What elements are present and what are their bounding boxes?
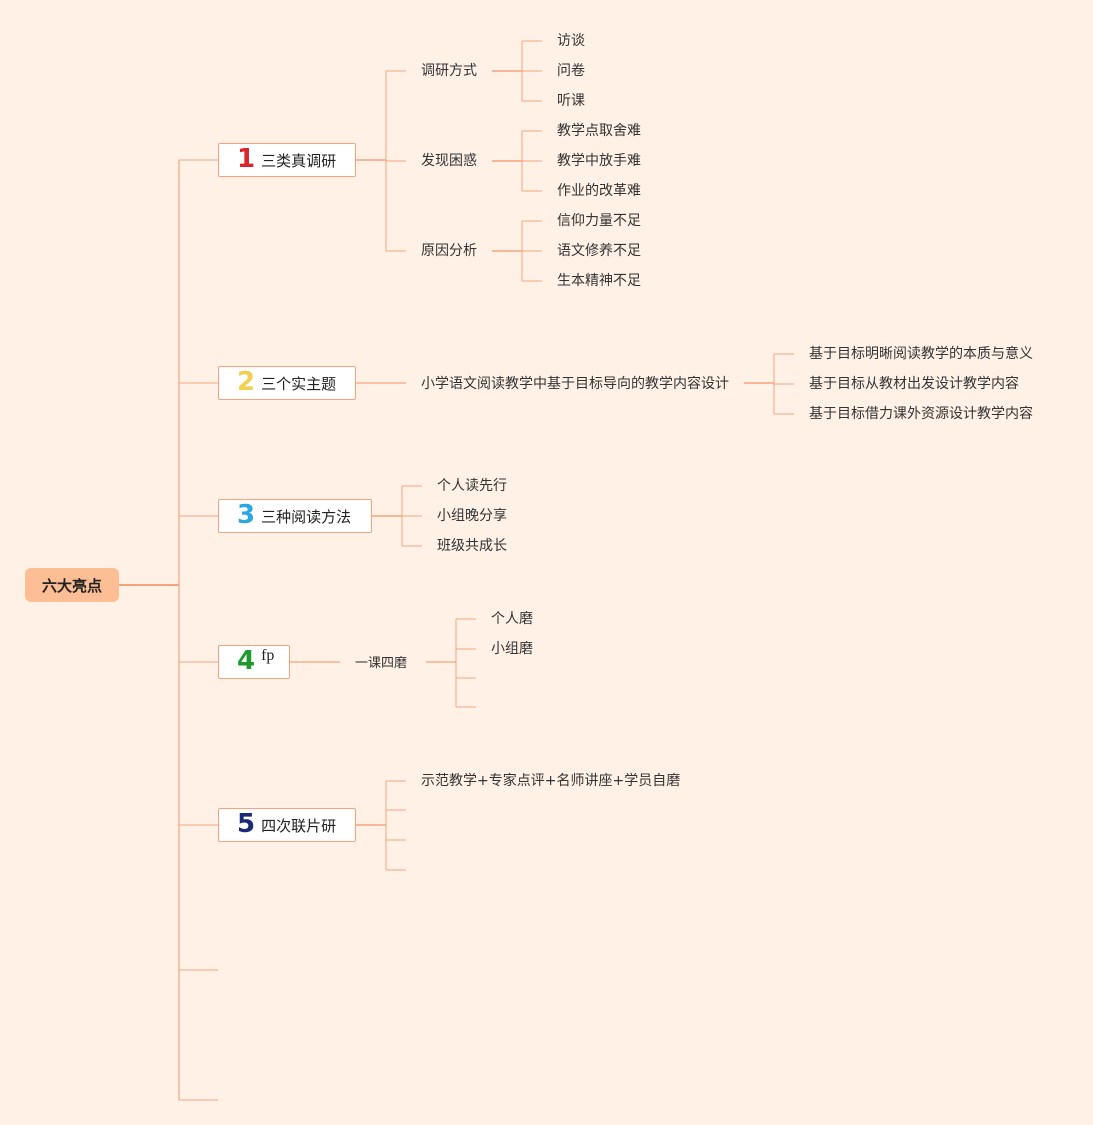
- topic-findings[interactable]: 发现困惑: [421, 153, 477, 169]
- branch-3[interactable]: 3 三种阅读方法: [218, 499, 372, 533]
- leaf-finding-1[interactable]: 教学点取舍难: [557, 123, 641, 139]
- leaf-theme-1[interactable]: 基于目标明晰阅读教学的本质与意义: [809, 346, 1033, 362]
- leaf-lesson-observation[interactable]: 听课: [557, 93, 585, 109]
- number-4-icon: 4: [237, 646, 256, 676]
- leaf-finding-3[interactable]: 作业的改革难: [557, 183, 641, 199]
- leaf-cause-2[interactable]: 语文修养不足: [557, 243, 641, 259]
- leaf-interview[interactable]: 访谈: [557, 33, 585, 49]
- branch-5[interactable]: 5 四次联片研: [218, 808, 356, 842]
- number-1-icon: 1: [237, 144, 256, 174]
- topic-four-polish[interactable]: 一课四磨: [355, 656, 408, 671]
- number-3-icon: 3: [237, 500, 256, 530]
- topic-survey-methods[interactable]: 调研方式: [421, 63, 477, 79]
- branch-4-label: fp: [261, 647, 275, 664]
- leaf-method-3[interactable]: 班级共成长: [437, 538, 507, 554]
- leaf-polish-individual[interactable]: 个人磨: [491, 611, 533, 627]
- branch-1-label: 三类真调研: [261, 151, 337, 170]
- leaf-questionnaire[interactable]: 问卷: [557, 63, 585, 79]
- leaf-theme-2[interactable]: 基于目标从教材出发设计教学内容: [809, 376, 1019, 392]
- leaf-joint-research[interactable]: 示范教学+专家点评+名师讲座+学员自磨: [421, 773, 681, 789]
- topic-cause-analysis[interactable]: 原因分析: [421, 243, 477, 259]
- branch-1[interactable]: 1 三类真调研: [218, 143, 356, 177]
- number-2-icon: 2: [237, 367, 256, 397]
- leaf-polish-group[interactable]: 小组磨: [491, 641, 533, 657]
- leaf-cause-1[interactable]: 信仰力量不足: [557, 213, 641, 229]
- root-node[interactable]: 六大亮点: [25, 568, 119, 602]
- leaf-method-1[interactable]: 个人读先行: [437, 478, 507, 494]
- leaf-finding-2[interactable]: 教学中放手难: [557, 153, 641, 169]
- leaf-cause-3[interactable]: 生本精神不足: [557, 273, 641, 289]
- branch-2[interactable]: 2 三个实主题: [218, 366, 356, 400]
- root-label: 六大亮点: [41, 576, 102, 595]
- branch-3-label: 三种阅读方法: [261, 507, 352, 526]
- number-5-icon: 5: [237, 809, 256, 839]
- leaf-theme-3[interactable]: 基于目标借力课外资源设计教学内容: [809, 406, 1033, 422]
- branch-5-label: 四次联片研: [261, 816, 337, 835]
- topic-theme[interactable]: 小学语文阅读教学中基于目标导向的教学内容设计: [421, 376, 729, 392]
- branch-2-label: 三个实主题: [261, 374, 337, 393]
- leaf-method-2[interactable]: 小组晚分享: [437, 508, 507, 524]
- branch-4[interactable]: 4 fp: [218, 645, 290, 679]
